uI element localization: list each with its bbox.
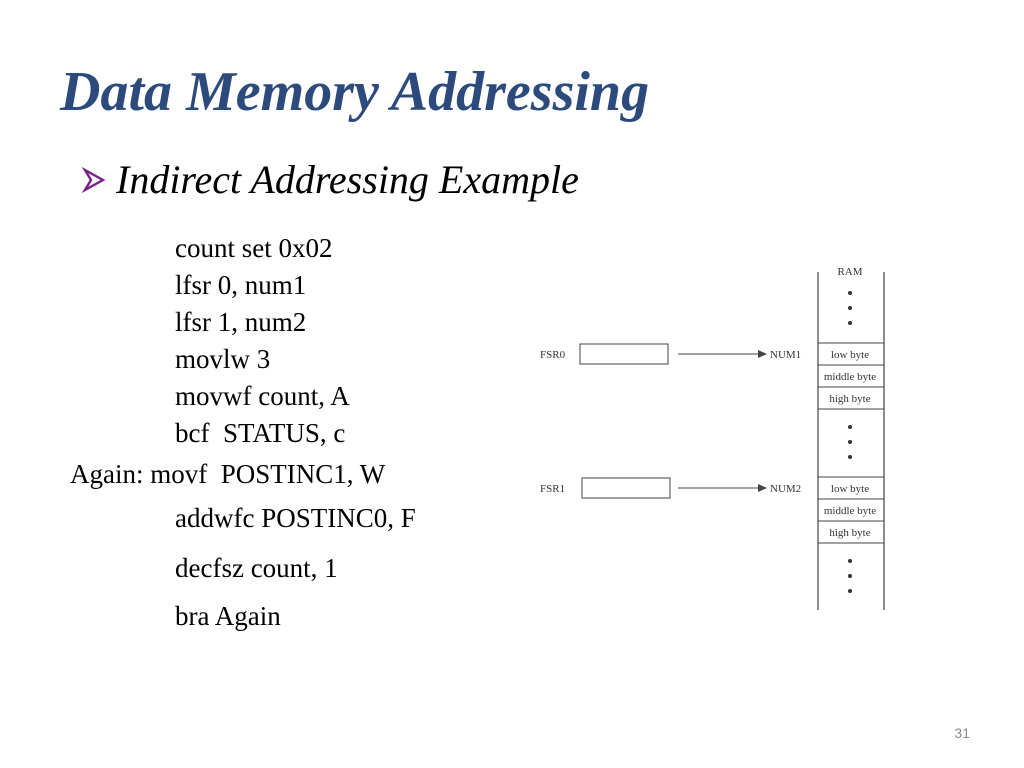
num1-label: NUM1 [770,349,801,361]
num2-low-byte: low byte [831,483,869,495]
ellipsis-icon [848,559,852,593]
code-line: decfsz count, 1 [175,553,338,583]
num1-low-byte: low byte [831,349,869,361]
page-number: 31 [954,725,970,741]
code-line: bcf STATUS, c [175,418,346,448]
fsr0-label: FSR0 [540,349,566,361]
fsr1-register-box [581,477,671,499]
code-line: addwfc POSTINC0, F [175,503,416,533]
code-line: lfsr 0, num1 [175,270,307,300]
ellipsis-icon [848,291,852,325]
fsr1-pointer-arrow-icon [678,484,767,492]
num2-memory-block: low byte middle byte high byte [818,476,884,544]
num2-label: NUM2 [770,483,801,495]
arrow-bullet-icon [82,166,106,194]
code-line-label: Again: movf POSTINC1, W [70,459,386,489]
num1-memory-block: low byte middle byte high byte [818,342,884,410]
num2-middle-byte: middle byte [824,505,876,517]
code-line: count set 0x02 [175,233,333,263]
fsr0-register-box [579,343,669,365]
ellipsis-icon [848,425,852,459]
fsr1-label: FSR1 [540,483,565,495]
code-line: bra Again [175,601,281,631]
subtitle-bullet-row: Indirect Addressing Example [82,160,579,200]
code-line: movwf count, A [175,381,350,411]
ram-diagram: RAM low byte middle byte high byte low b… [540,266,885,610]
num2-high-byte: high byte [829,527,870,539]
code-line: lfsr 1, num2 [175,307,307,337]
slide-title: Data Memory Addressing [60,61,650,123]
code-line: movlw 3 [175,344,271,374]
ram-label: RAM [837,266,862,278]
num1-middle-byte: middle byte [824,371,876,383]
num1-high-byte: high byte [829,393,870,405]
slide-subtitle: Indirect Addressing Example [116,157,579,202]
fsr0-pointer-arrow-icon [678,350,767,358]
